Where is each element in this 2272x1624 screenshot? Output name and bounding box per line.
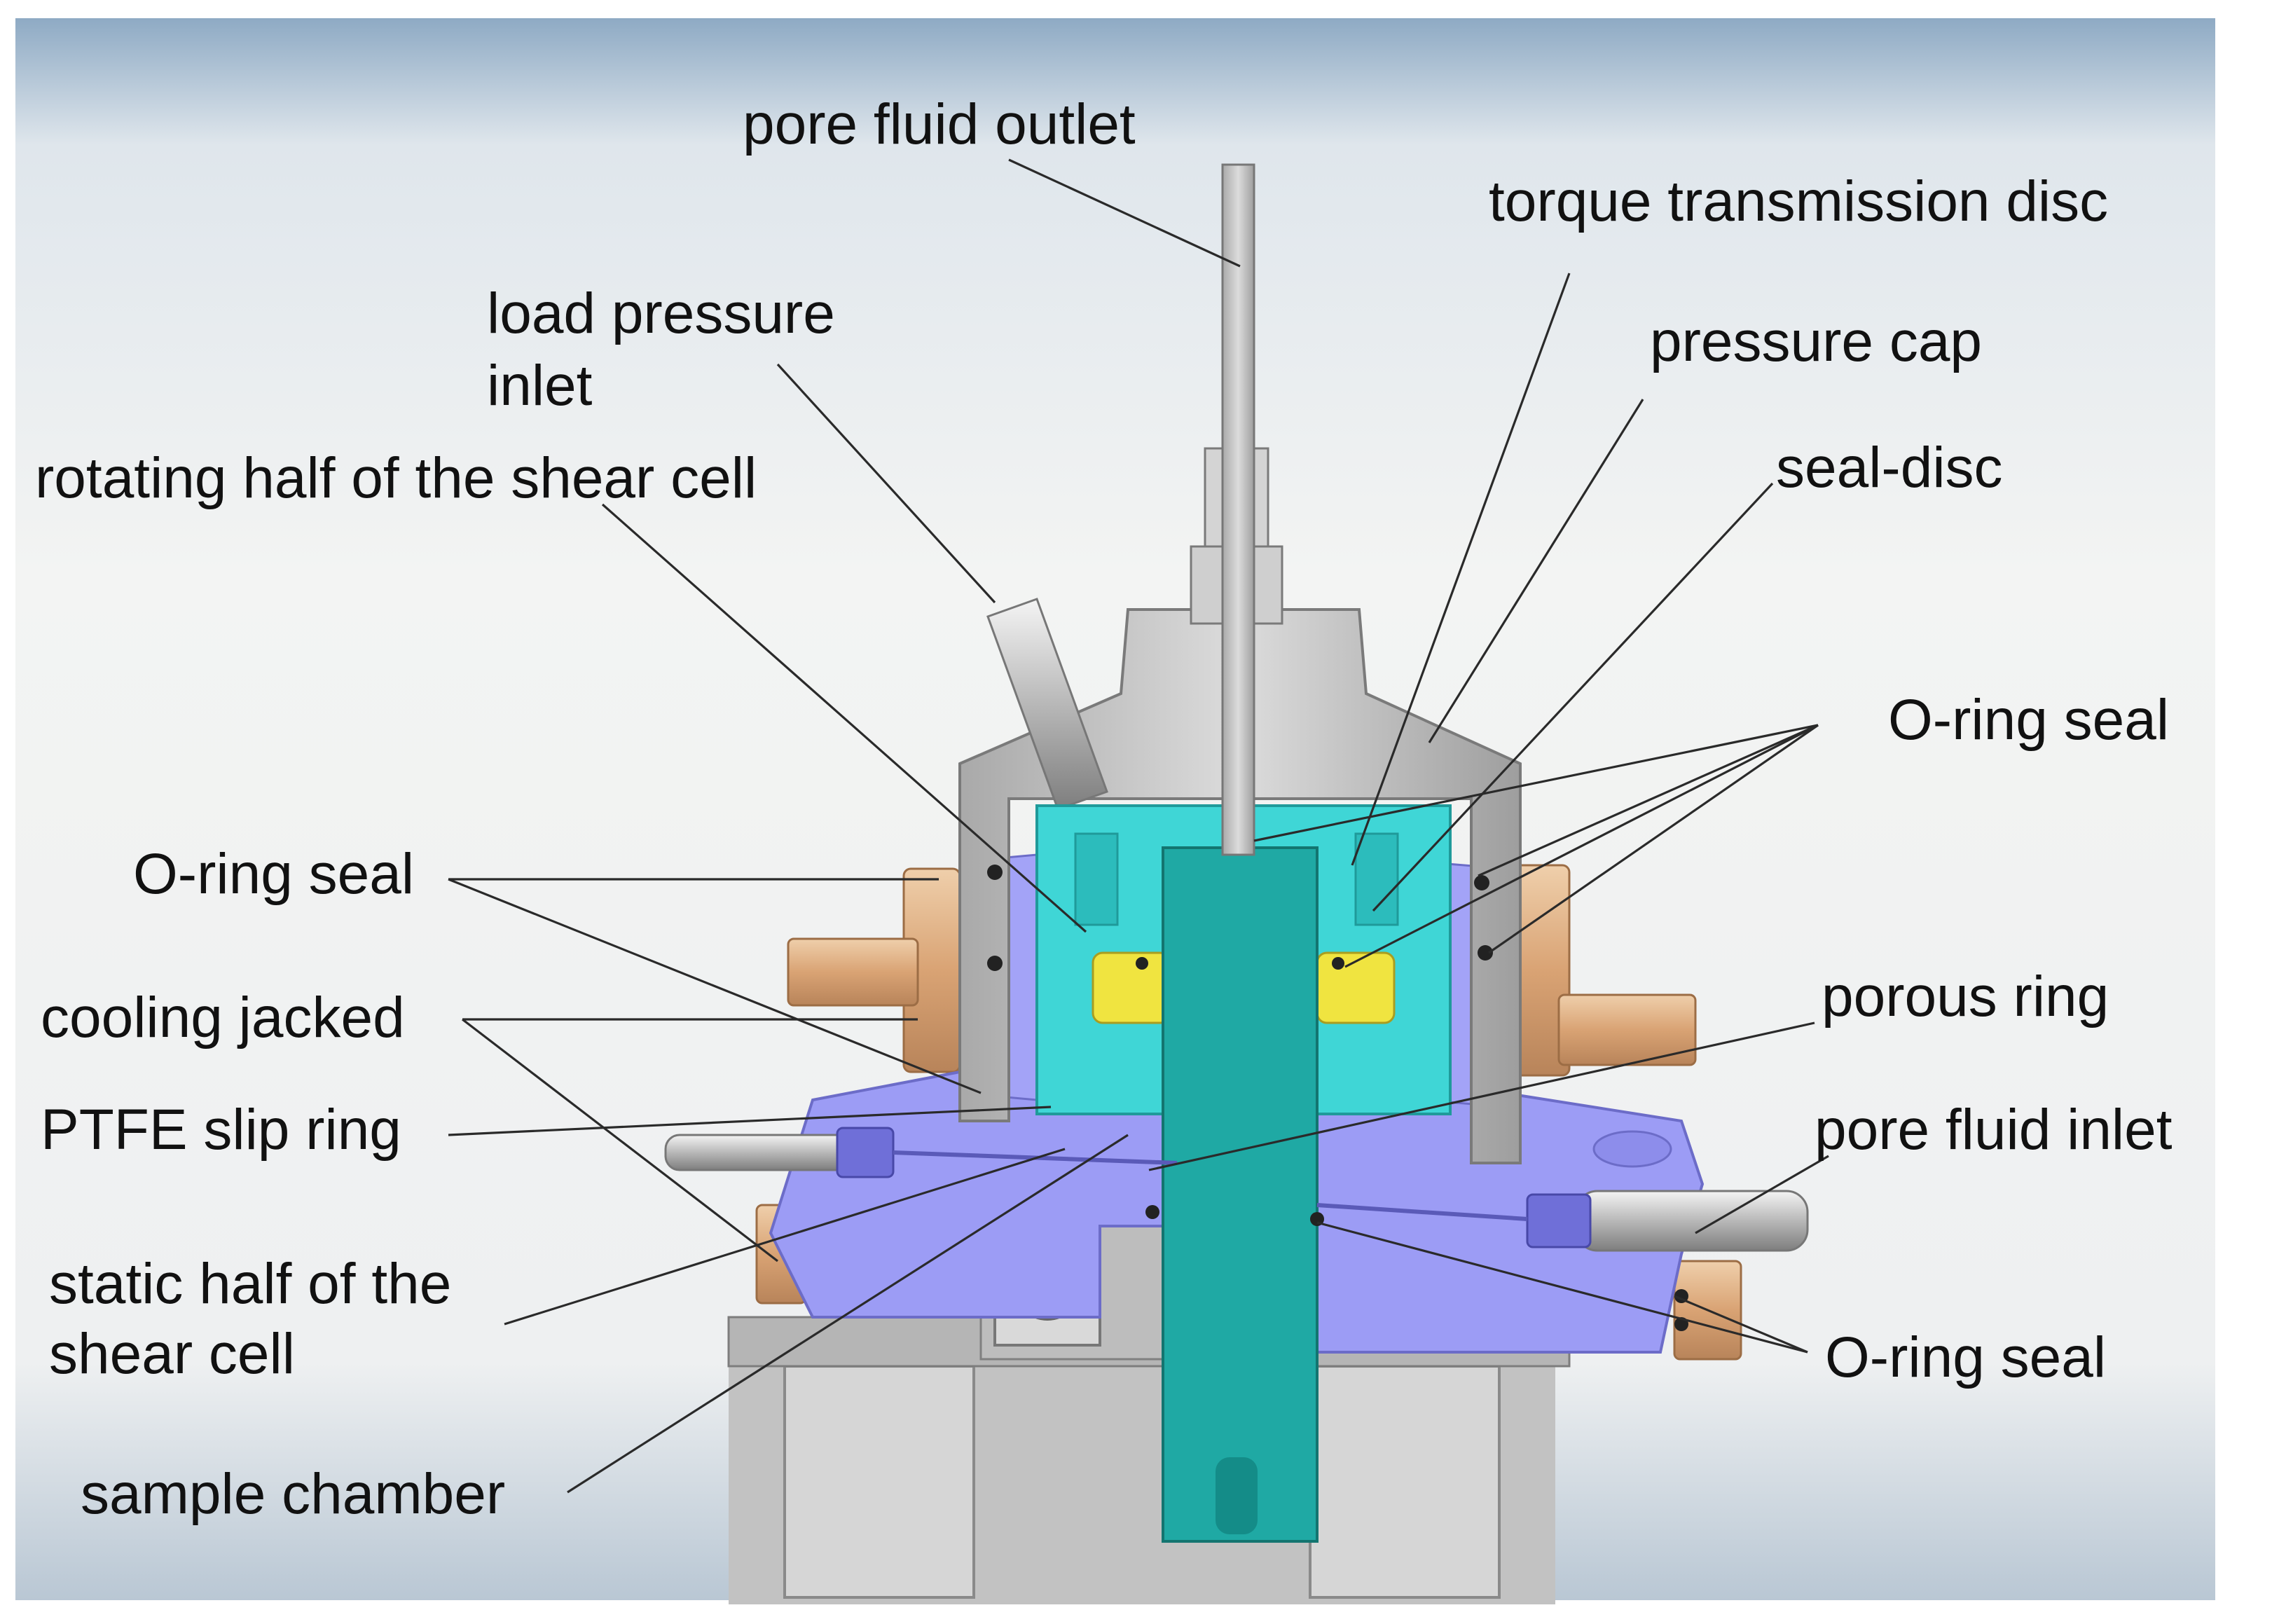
central-shaft <box>1162 846 1319 1543</box>
load-pressure-fitting <box>986 598 1108 811</box>
pore-fluid-outlet-tube <box>1221 163 1255 856</box>
leader-lines <box>448 158 1829 1494</box>
label-pore-fluid-inlet: pore fluid inlet <box>1815 1098 2173 1162</box>
label-torque-transmission-disc: torque transmission disc <box>1489 170 2108 233</box>
label-porous-ring: porous ring <box>1822 965 2109 1028</box>
label-pore-fluid-outlet: pore fluid outlet <box>743 92 1136 156</box>
label-static-half-line1: static half of the <box>49 1252 451 1316</box>
pore-fluid-pipes <box>664 1127 1809 1252</box>
label-cooling-jacked: cooling jacked <box>41 986 405 1050</box>
label-pressure-cap: pressure cap <box>1650 310 1982 373</box>
labels: pore fluid outlet torque transmission di… <box>35 92 2173 1526</box>
label-ptfe-slip-ring: PTFE slip ring <box>41 1098 401 1162</box>
label-load-pressure-line1: load pressure <box>487 282 835 345</box>
label-sample-chamber: sample chamber <box>81 1462 505 1526</box>
label-load-pressure-line2: inlet <box>487 354 593 418</box>
label-static-half-line2: shear cell <box>49 1322 295 1386</box>
porous-ring <box>1092 951 1396 1024</box>
label-seal-disc: seal-disc <box>1776 436 2003 500</box>
label-o-ring-seal-bottom-right: O-ring seal <box>1825 1326 2106 1389</box>
label-rotating-half: rotating half of the shear cell <box>35 446 757 510</box>
label-o-ring-seal-left: O-ring seal <box>133 842 414 906</box>
label-o-ring-seal-top-right: O-ring seal <box>1888 688 2169 752</box>
